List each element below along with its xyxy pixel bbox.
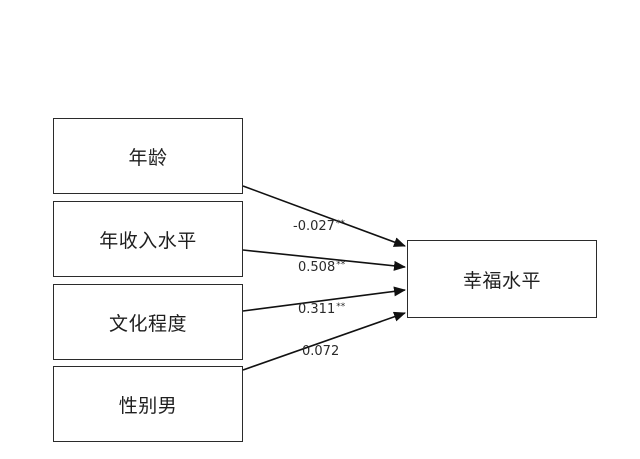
predictor-label-gender: 性别男 bbox=[118, 394, 178, 417]
predictor-box-age: 年龄 bbox=[53, 118, 243, 194]
significance-marker: ** bbox=[336, 302, 346, 312]
path-coefficient-value: 0.311 bbox=[298, 302, 336, 317]
path-coefficient-value: -0.027 bbox=[293, 219, 335, 234]
path-coefficient-age: -0.027** bbox=[293, 219, 345, 234]
outcome-box-happiness: 幸福水平 bbox=[407, 240, 597, 318]
path-arrow-income bbox=[242, 249, 406, 271]
predictor-label-education: 文化程度 bbox=[108, 312, 187, 335]
path-arrow-gender bbox=[242, 311, 406, 371]
predictor-box-education: 文化程度 bbox=[53, 284, 243, 360]
significance-marker: ** bbox=[336, 260, 346, 270]
predictor-box-gender: 性别男 bbox=[53, 366, 243, 442]
predictor-label-income: 年收入水平 bbox=[99, 229, 197, 252]
predictor-label-age: 年龄 bbox=[128, 146, 168, 169]
significance-marker: ** bbox=[335, 219, 345, 229]
outcome-label-happiness: 幸福水平 bbox=[462, 269, 541, 292]
path-arrow-education bbox=[242, 286, 406, 312]
path-coefficient-value: 0.072 bbox=[302, 344, 340, 359]
path-coefficient-education: 0.311** bbox=[298, 302, 345, 317]
path-coefficient-income: 0.508** bbox=[298, 260, 345, 275]
path-coefficient-value: 0.508 bbox=[298, 260, 336, 275]
path-arrow-age bbox=[242, 185, 406, 247]
path-coefficient-gender: 0.072 bbox=[302, 344, 340, 359]
predictor-box-income: 年收入水平 bbox=[53, 201, 243, 277]
